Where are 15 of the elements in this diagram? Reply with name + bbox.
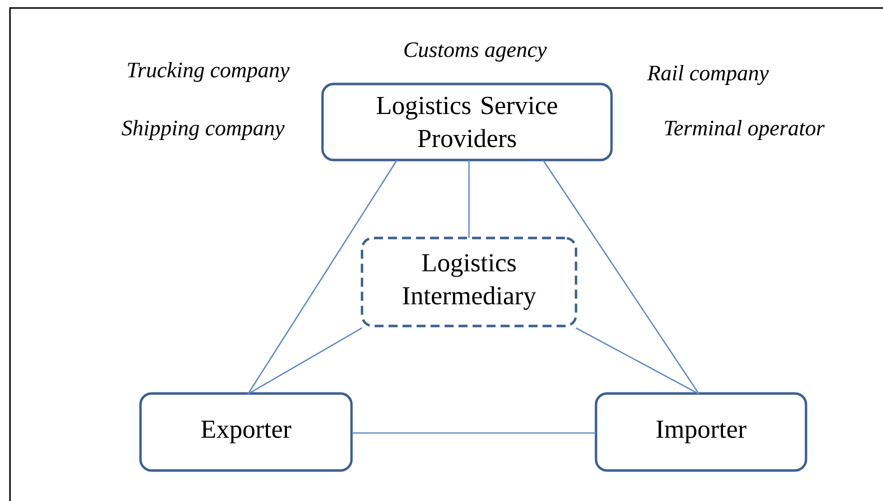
connector-line <box>468 160 470 238</box>
role-label: Customs agency <box>404 42 547 62</box>
role-label: Shipping company <box>122 120 285 140</box>
connector-line <box>542 160 700 394</box>
role-label: Rail company <box>647 65 769 85</box>
role-label: Trucking company <box>128 62 290 82</box>
connector-line <box>247 160 398 394</box>
role-label: Terminal operator <box>664 120 825 140</box>
provider-box: Logistics Service Providers <box>321 82 613 162</box>
connector-line <box>352 432 596 434</box>
connector-line <box>248 327 362 395</box>
intermediary-box: Logistics Intermediary <box>360 236 578 328</box>
importer-box: Importer <box>594 392 808 472</box>
connector-line <box>576 327 700 395</box>
exporter-box: Exporter <box>139 392 353 472</box>
